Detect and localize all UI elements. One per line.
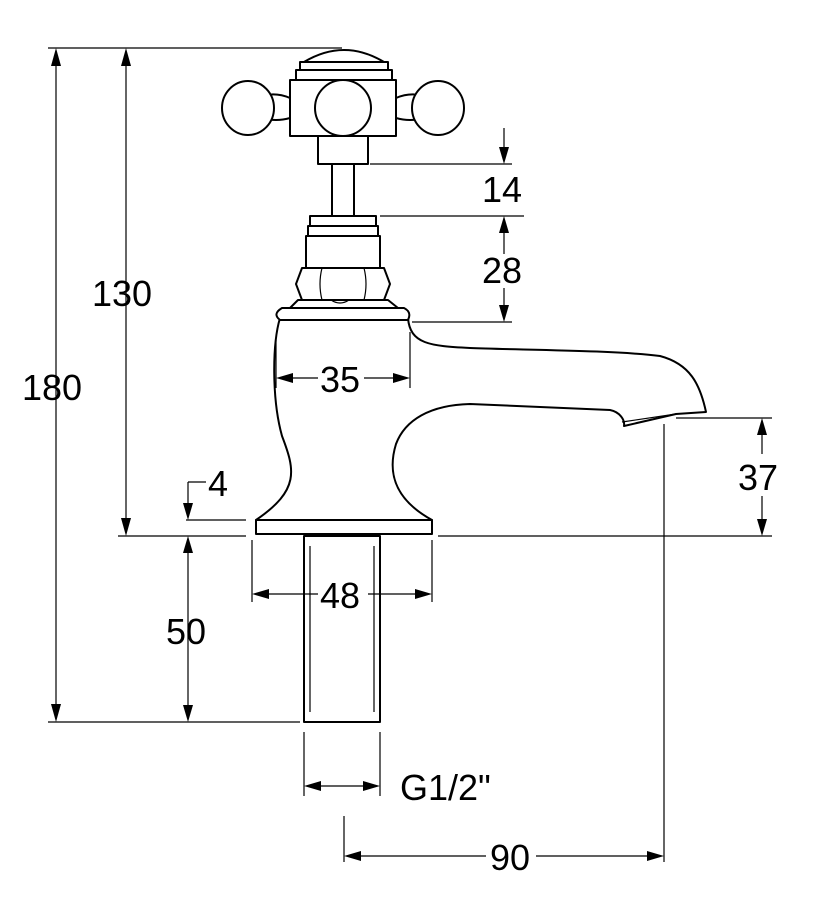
hex-nut-facet bbox=[363, 267, 367, 301]
handle-ball-right bbox=[411, 80, 465, 136]
tap-body-spout bbox=[255, 317, 707, 521]
dimension-spout-reach: 90 bbox=[344, 837, 664, 878]
spindle-collar bbox=[317, 135, 369, 165]
dimension-handle-height: 130 bbox=[92, 48, 152, 536]
base-flange bbox=[255, 519, 433, 535]
handle-ball-front bbox=[314, 79, 372, 137]
dim-label-base-thickness: 4 bbox=[208, 463, 228, 504]
spindle bbox=[331, 163, 355, 217]
dim-label-overall-height: 180 bbox=[22, 367, 82, 408]
indice-dome bbox=[303, 49, 385, 63]
handle-ball-left bbox=[221, 80, 275, 136]
dim-label-base-width: 48 bbox=[320, 575, 360, 616]
dim-label-thread-size: G1/2" bbox=[400, 767, 491, 808]
indice-cap bbox=[299, 61, 389, 71]
hex-nut-facet bbox=[319, 267, 323, 301]
dimension-shank-length: 50 bbox=[166, 611, 206, 652]
dimension-spindle-length: 14 bbox=[482, 128, 522, 210]
headgear-ring bbox=[307, 225, 379, 237]
headgear-body bbox=[305, 235, 381, 269]
shank bbox=[303, 535, 381, 723]
tap-outline bbox=[221, 49, 707, 723]
headgear-ring bbox=[309, 215, 377, 227]
dim-label-shank-length: 50 bbox=[166, 611, 206, 652]
dimension-thread-size: G1/2" bbox=[304, 767, 491, 808]
dimension-body-width: 35 bbox=[276, 359, 410, 400]
dimension-overall-height: 180 bbox=[22, 48, 82, 722]
dimension-base-width: 48 bbox=[252, 575, 432, 616]
dim-label-body-width: 35 bbox=[320, 359, 360, 400]
hex-flare bbox=[289, 299, 399, 309]
spout-outlet bbox=[621, 413, 677, 423]
dim-label-handle-height: 130 bbox=[92, 273, 152, 314]
hex-nut bbox=[295, 267, 391, 301]
dim-label-spout-height: 37 bbox=[738, 457, 778, 498]
dim-label-spout-reach: 90 bbox=[490, 837, 530, 878]
dim-label-headgear-length: 28 bbox=[482, 250, 522, 291]
hex-nut-facet bbox=[330, 299, 350, 304]
indice-cap bbox=[295, 69, 393, 81]
body-collar bbox=[275, 307, 411, 321]
dim-label-spindle-length: 14 bbox=[482, 169, 522, 210]
dimension-headgear-length: 28 bbox=[482, 216, 522, 322]
dimension-spout-height: 37 bbox=[738, 418, 778, 536]
extension-lines bbox=[48, 47, 772, 862]
dimension-base-thickness: 4 bbox=[183, 463, 228, 722]
